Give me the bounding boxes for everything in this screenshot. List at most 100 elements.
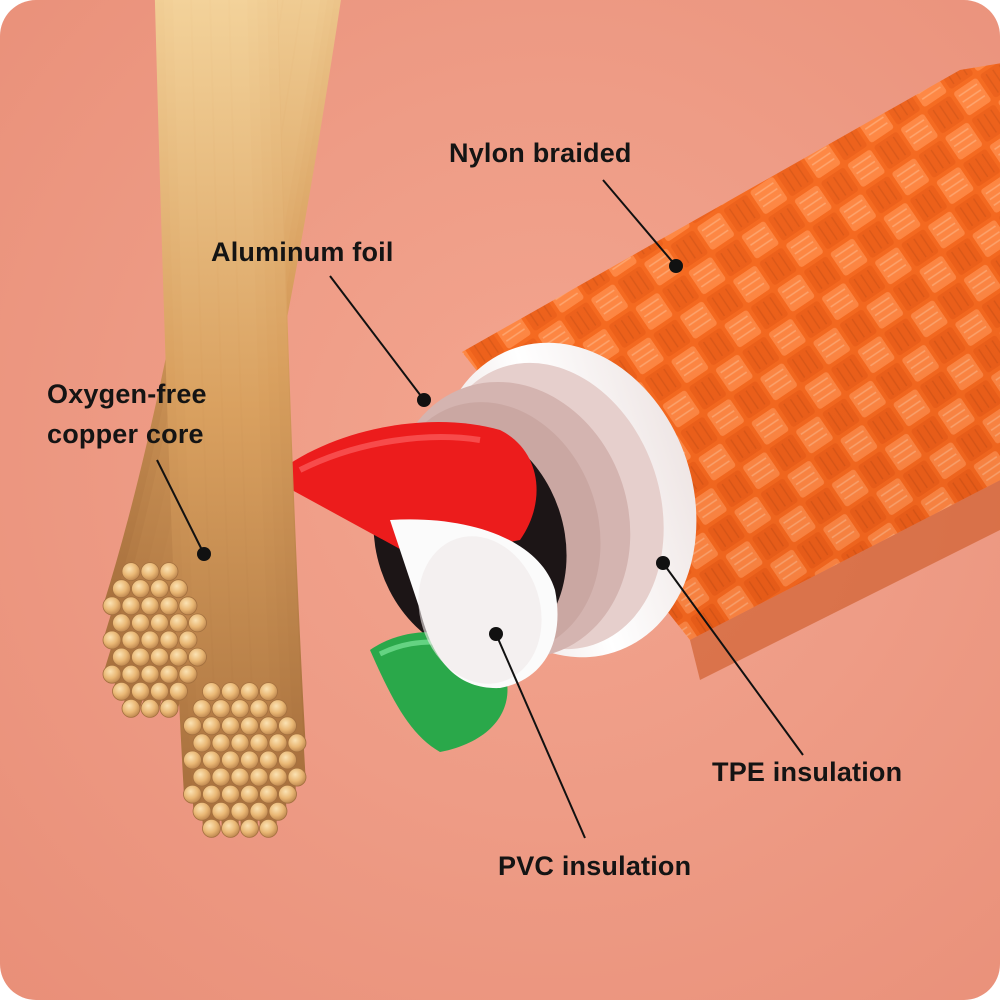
copper-strand-end	[240, 750, 259, 770]
copper-strand-end	[178, 664, 198, 684]
copper-strand-end	[192, 767, 212, 787]
copper-strand-end	[121, 596, 141, 616]
copper-strand-end	[268, 733, 288, 753]
copper-strand-end	[102, 664, 122, 684]
copper-core-label-line2: copper core	[47, 419, 204, 449]
copper-strand-end	[102, 630, 122, 650]
copper-strand-end	[102, 596, 122, 616]
copper-strand-end	[131, 579, 150, 599]
copper-strand-end	[169, 579, 188, 599]
copper-strand-end	[150, 613, 169, 633]
copper-dot	[197, 547, 211, 561]
copper-strand-end	[259, 716, 278, 736]
copper-strand-end	[159, 596, 179, 616]
pvc-leader-line	[495, 633, 586, 839]
copper-strand-end	[278, 716, 297, 736]
copper-strand-end	[192, 699, 212, 719]
copper-strand-end	[240, 716, 259, 736]
copper-strand-end	[202, 750, 221, 770]
copper-strand-end	[188, 613, 207, 633]
copper-strand-end	[221, 784, 240, 804]
copper-strand-end	[230, 767, 250, 787]
copper-strand-end	[278, 784, 297, 804]
copper-strand-end	[259, 819, 278, 838]
copper-strand-end	[159, 630, 179, 650]
copper-strand-end	[183, 784, 202, 804]
copper-strand-end	[211, 699, 231, 719]
copper-strand-end	[169, 681, 188, 701]
copper-strand-end	[230, 801, 250, 821]
copper-strand-end	[150, 579, 169, 599]
copper-strand-end	[140, 562, 160, 581]
copper-core-label-line1: Oxygen-free	[47, 379, 207, 409]
copper-leader-line	[156, 459, 205, 555]
copper-strand-end	[202, 716, 221, 736]
copper-strand-end	[150, 681, 169, 701]
aluminum-dot	[417, 393, 431, 407]
nylon-dot	[669, 259, 683, 273]
nylon-braided-label: Nylon braided	[449, 138, 632, 168]
copper-strand-end	[183, 716, 202, 736]
copper-strand-end	[140, 664, 160, 684]
copper-strand-end	[178, 596, 198, 616]
tpe-leader-line	[662, 562, 804, 756]
copper-strand-end	[240, 784, 259, 804]
copper-strand-end	[221, 819, 240, 838]
leader-lines	[156, 179, 804, 839]
copper-strand-end	[202, 784, 221, 804]
copper-strand-end	[131, 647, 150, 667]
copper-strand-end	[159, 664, 179, 684]
copper-strand-end	[202, 682, 221, 701]
copper-strand-end	[268, 801, 288, 821]
tpe-dot	[656, 556, 670, 570]
copper-strand-end	[192, 733, 212, 753]
nylon-leader-line	[602, 179, 677, 267]
copper-strand	[259, 0, 306, 786]
copper-strand-end	[121, 562, 141, 581]
copper-strand-end	[131, 613, 150, 633]
copper-strand-end	[259, 750, 278, 770]
copper-strand-end	[192, 801, 212, 821]
copper-strand-end	[121, 699, 141, 718]
copper-strand-end	[211, 801, 231, 821]
copper-strand-end	[112, 681, 131, 701]
copper-strand	[154, 0, 202, 803]
copper-strand-end	[240, 819, 259, 838]
copper-strand-end	[221, 716, 240, 736]
aluminum-leader-line	[329, 275, 425, 401]
copper-strand-end	[188, 647, 207, 667]
copper-strand-end	[131, 681, 150, 701]
copper-strand-end	[169, 647, 188, 667]
copper-strand-end	[240, 682, 259, 701]
copper-strand-end	[121, 664, 141, 684]
copper-strand-end	[259, 682, 278, 701]
copper-strand-end	[202, 819, 221, 838]
copper-strand-end	[112, 613, 131, 633]
copper-strand-end	[268, 699, 288, 719]
copper-strand-end	[159, 699, 179, 718]
copper-strand-end	[221, 750, 240, 770]
copper-strand-end	[140, 699, 160, 718]
copper-strand-end	[259, 784, 278, 804]
copper-strand-end	[140, 596, 160, 616]
copper-strand-end	[249, 699, 269, 719]
copper-strand-end	[287, 767, 307, 787]
pvc-dot	[489, 627, 503, 641]
copper-strand-end	[249, 767, 269, 787]
copper-strand-end	[221, 682, 240, 701]
copper-strand-end	[112, 579, 131, 599]
copper-strand-end	[278, 750, 297, 770]
copper-strand-ends	[102, 562, 307, 838]
copper-strand-end	[249, 801, 269, 821]
copper-strand-end	[230, 733, 250, 753]
copper-strand-end	[112, 647, 131, 667]
copper-strand-end	[178, 630, 198, 650]
pvc-insulation-label: PVC insulation	[498, 851, 692, 881]
copper-strand-end	[140, 630, 160, 650]
copper-strand-end	[249, 733, 269, 753]
copper-strand-end	[211, 733, 231, 753]
copper-strand-end	[287, 733, 307, 753]
copper-strand-end	[183, 750, 202, 770]
